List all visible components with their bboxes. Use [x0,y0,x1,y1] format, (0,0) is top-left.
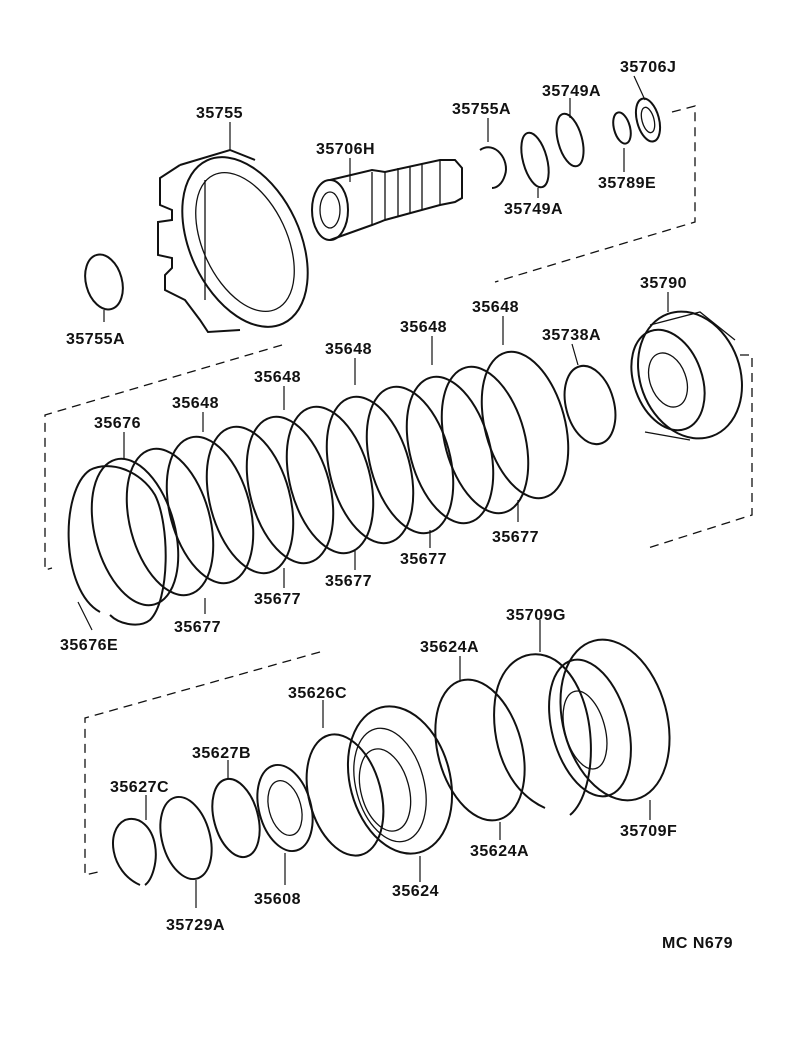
part-35749A-ring-upper [555,112,585,168]
part-35648-plate-4 [405,375,495,525]
label-35706J: 35706J [620,59,676,76]
part-35706H-shaft [311,159,463,241]
label-35648-4: 35648 [400,319,447,336]
part-35648-plate-3 [325,395,415,545]
label-35677-5: 35677 [492,529,539,546]
label-35755A-left: 35755A [66,331,125,348]
part-35648-plate-1 [165,435,255,585]
label-35676: 35676 [94,415,141,432]
label-35729A: 35729A [166,917,225,934]
label-35626C: 35626C [288,685,347,702]
label-35627C: 35627C [110,779,169,796]
part-35749A-ring-lower [520,131,550,189]
label-35790: 35790 [640,275,687,292]
label-35648-1: 35648 [172,395,219,412]
top-assembly-group: 35755 35706H 35755A 35749A 35749A 35706J… [66,59,696,348]
label-35677-2: 35677 [254,591,301,608]
part-35677-disc-3 [285,405,375,555]
part-35648-plate-2 [245,415,335,565]
part-35608-bearing [256,763,314,853]
label-35709G: 35709G [506,607,566,624]
diagram-code: MC N679 [662,935,733,952]
label-35709F: 35709F [620,823,677,840]
bottom-dashed-frame [84,651,321,876]
part-35789E-washer [612,111,632,145]
label-35677-1: 35677 [174,619,221,636]
label-35677-3: 35677 [325,573,372,590]
part-35624-piston [346,705,454,855]
part-35755-drum [157,148,309,334]
middle-dashed-frame-right [647,354,753,549]
part-35790-drum [630,310,743,441]
part-35709G-snap-ring [493,653,592,816]
leader-35676E [77,601,93,631]
part-35729A-washer [159,795,213,881]
top-dashed-frame [494,105,696,283]
label-35706H: 35706H [316,141,375,158]
label-35676E: 35676E [60,637,118,654]
part-35709F-drum [548,638,671,802]
label-35648-3: 35648 [325,341,372,358]
part-35755A-snap-ring-top [479,146,507,189]
label-35624: 35624 [392,883,439,900]
label-35624A-top: 35624A [420,639,479,656]
label-35648-2: 35648 [254,369,301,386]
part-35676-pressure-plate [90,457,180,607]
part-35677-disc-5 [440,365,530,515]
middle-dashed-frame-left [44,344,283,571]
leader-35738A [571,343,579,366]
label-35738A: 35738A [542,327,601,344]
part-35648-plate-5 [480,350,570,500]
part-35627C-snap-ring [112,817,157,886]
label-35648-5: 35648 [472,299,519,316]
part-35624A-seal-ring [434,678,526,822]
leader-35706J [633,75,646,101]
label-35749A-top: 35749A [542,83,601,100]
part-35706J-bearing [634,97,662,143]
part-35626C-spring-retainer [305,733,385,857]
middle-clutch-pack-group: 35790 35738A 35648 35648 35648 35648 356… [44,275,753,654]
label-35608: 35608 [254,891,301,908]
part-35755A-snap-ring-left [84,253,124,311]
part-35738A-plate [563,364,617,446]
part-35627B-ring [211,777,261,859]
label-35755: 35755 [196,105,243,122]
part-35677-disc-1 [125,447,215,597]
label-35749A-bottom: 35749A [504,201,563,218]
label-35627B: 35627B [192,745,251,762]
bottom-assembly-group: 35709G 35624A 35624A 35709F 35624 35626C… [84,607,733,952]
label-35755A-top: 35755A [452,101,511,118]
part-35677-disc-2 [205,425,295,575]
part-35676E-snap-ring [67,465,167,626]
label-35624A-bottom: 35624A [470,843,529,860]
label-35789E: 35789E [598,175,656,192]
label-35677-4: 35677 [400,551,447,568]
